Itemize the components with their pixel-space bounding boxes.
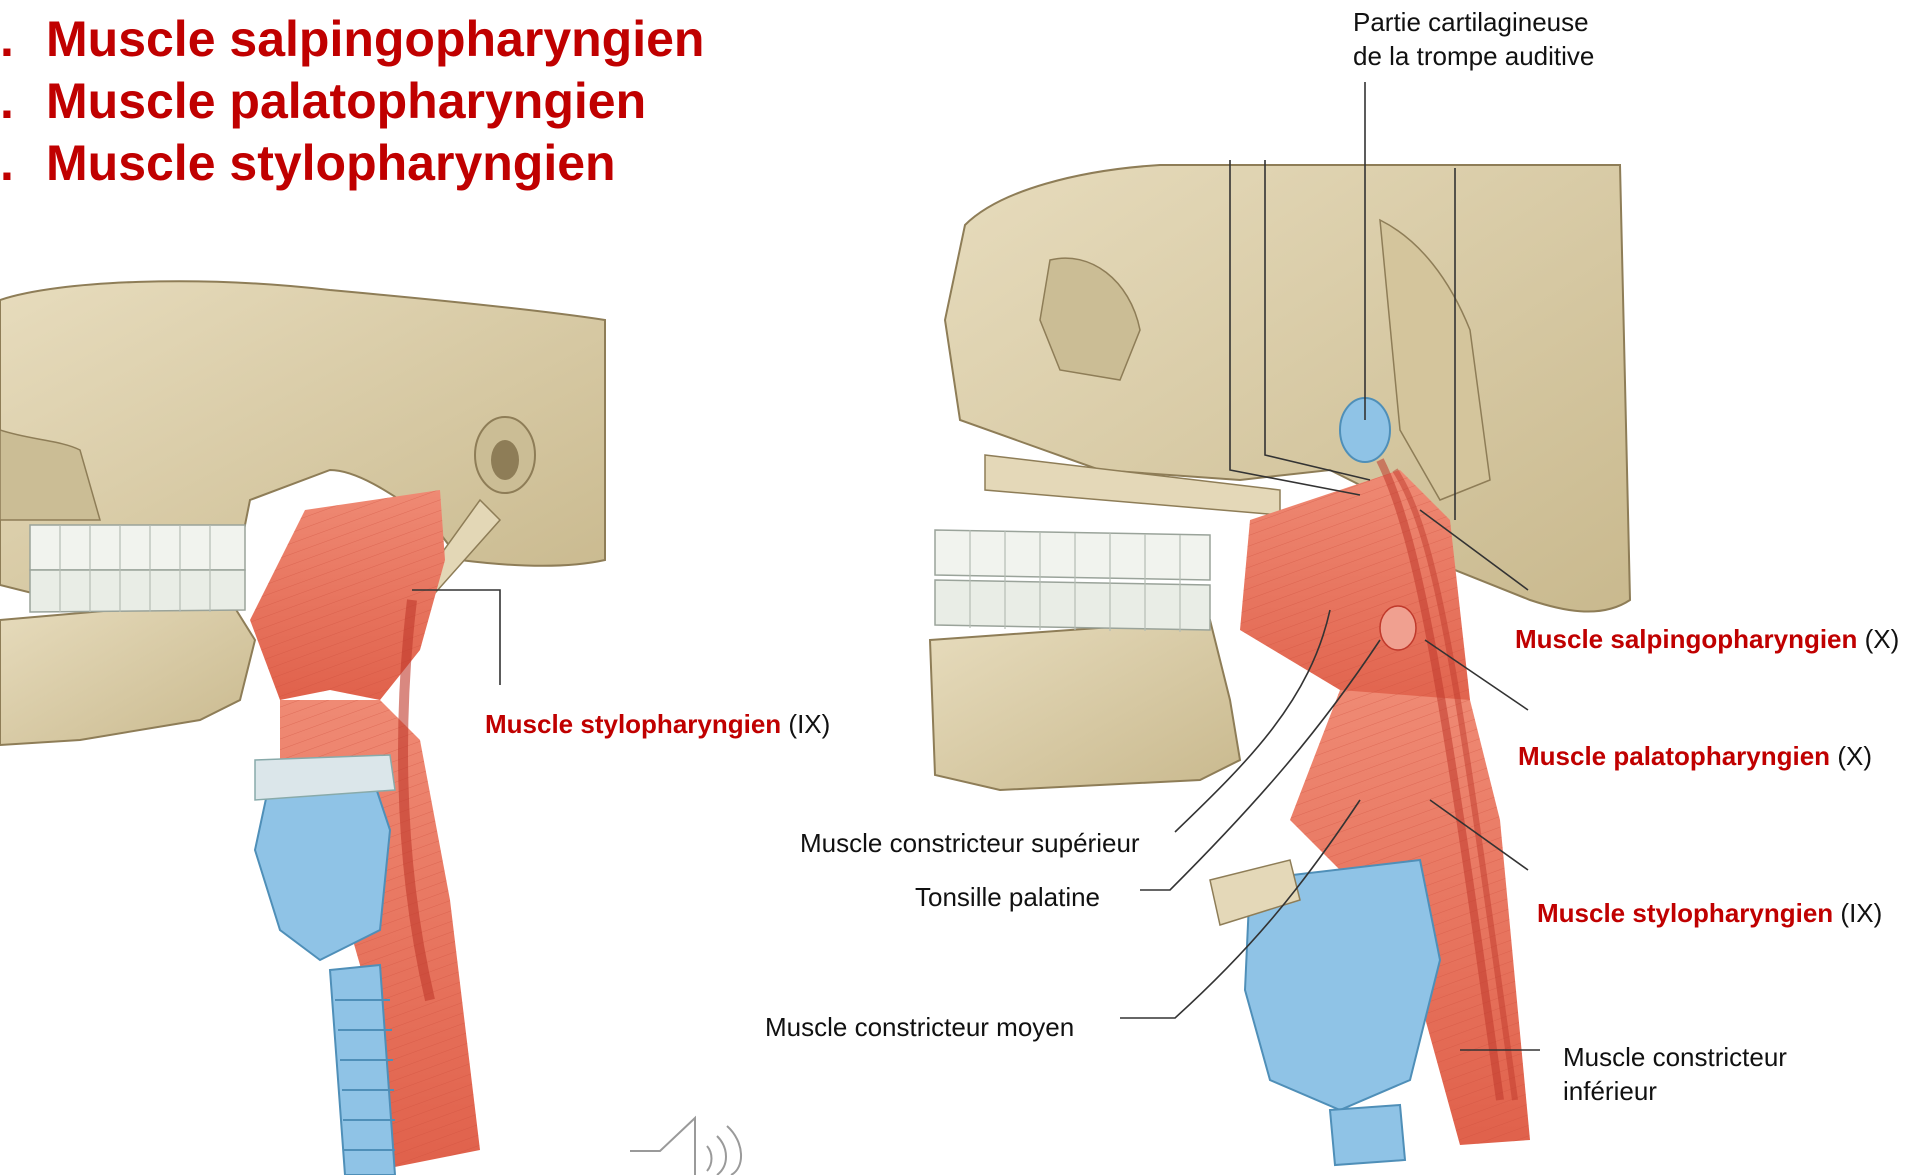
label-constricteur-moyen: Muscle constricteur moyen	[765, 1010, 1074, 1044]
left-larynx-cartilage	[255, 755, 395, 1175]
tonsil-shape	[1380, 606, 1416, 650]
speaker-icon[interactable]	[625, 1106, 785, 1175]
right-skull	[930, 165, 1630, 790]
label-cartilage-trompe: Partie cartilagineuse de la trompe audit…	[1353, 5, 1594, 73]
label-salpingopharyngien: Muscle salpingopharyngien (X)	[1515, 622, 1899, 656]
label-left-stylopharyngien: Muscle stylopharyngien (IX)	[485, 707, 830, 741]
label-palatopharyngien: Muscle palatopharyngien (X)	[1518, 739, 1872, 773]
label-tonsille-palatine: Tonsille palatine	[915, 880, 1100, 914]
label-stylopharyngien-right: Muscle stylopharyngien (IX)	[1537, 896, 1882, 930]
right-larynx-cartilage	[1210, 860, 1440, 1165]
label-constricteur-inferieur: Muscle constricteur inférieur	[1563, 1040, 1787, 1108]
label-constricteur-superieur: Muscle constricteur supérieur	[800, 826, 1140, 860]
